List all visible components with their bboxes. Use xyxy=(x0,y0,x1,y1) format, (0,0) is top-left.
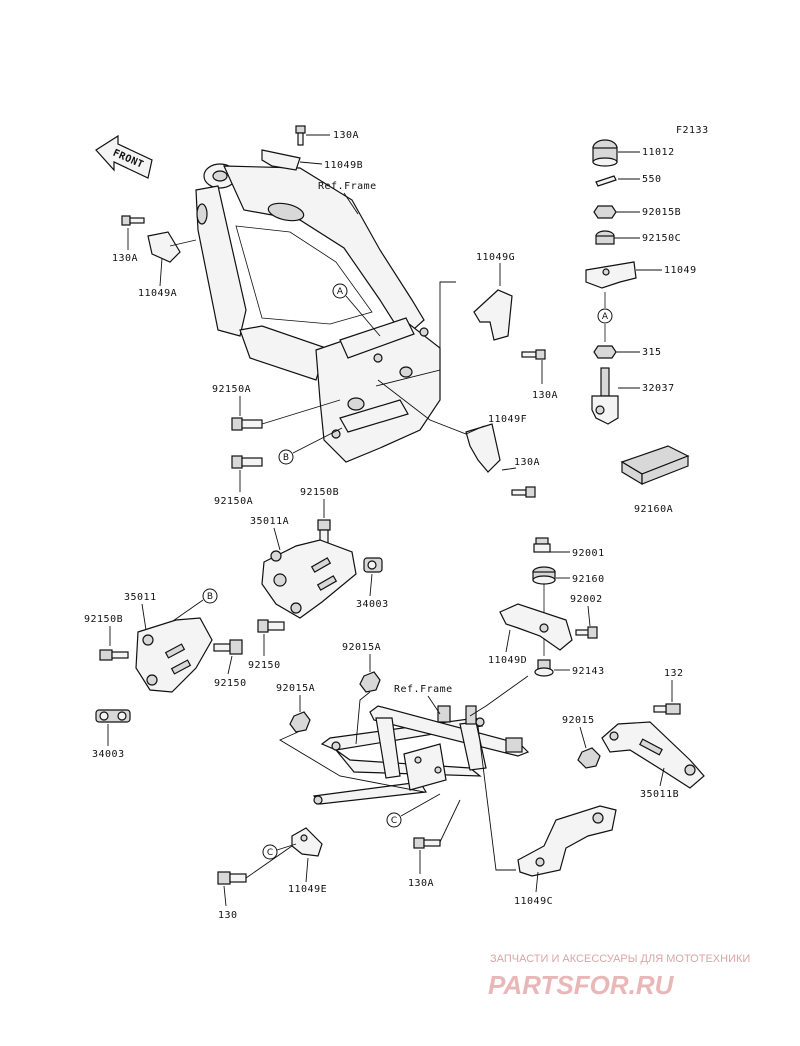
label-11049c: 11049C xyxy=(514,896,553,907)
nut-92015b xyxy=(593,205,617,219)
bolt-132 xyxy=(653,703,681,715)
label-92150a-2: 92150A xyxy=(214,496,253,507)
label-92015: 92015 xyxy=(562,715,595,726)
label-92160a: 92160A xyxy=(634,504,673,515)
ref-frame-top-label: Ref.Frame xyxy=(318,181,377,192)
bracket-11049e xyxy=(291,827,323,857)
label-92002: 92002 xyxy=(570,594,603,605)
label-130a-top: 130A xyxy=(333,130,359,141)
label-92150-r: 92150 xyxy=(248,660,281,671)
label-35011b: 35011B xyxy=(640,789,679,800)
bolt-130a-g xyxy=(521,349,546,360)
label-92150b-l: 92150B xyxy=(84,614,123,625)
callout-b-frame: B xyxy=(278,427,343,465)
label-92150-l: 92150 xyxy=(214,678,247,689)
pad-92160a xyxy=(620,445,690,486)
label-130a-bottom: 130A xyxy=(408,878,434,889)
bolt-130a-top xyxy=(295,125,306,146)
label-92150a-1: 92150A xyxy=(212,384,251,395)
label-130a-left: 130A xyxy=(112,253,138,264)
label-11049b: 11049B xyxy=(324,160,363,171)
watermark: ЗАПЧАСТИ И АКСЕССУАРЫ ДЛЯ МОТОТЕХНИКИ PA… xyxy=(488,953,750,1000)
label-315: 315 xyxy=(642,347,662,358)
nut-92015a-1 xyxy=(359,671,381,693)
label-92160: 92160 xyxy=(572,574,605,585)
watermark-brand: PARTSFOR.RU xyxy=(488,970,675,1000)
bracket-11049a xyxy=(147,231,181,263)
label-92015b: 92015B xyxy=(642,207,681,218)
label-35011a: 35011A xyxy=(250,516,289,527)
bolt-92150-l xyxy=(213,639,243,655)
label-32037: 32037 xyxy=(642,383,675,394)
collar-92150c xyxy=(595,230,615,245)
bolt-130a-bottom xyxy=(413,837,441,849)
sub-frame xyxy=(312,705,530,805)
footpeg-34003-l xyxy=(95,709,131,723)
label-130a-f: 130A xyxy=(514,457,540,468)
bracket-11049d xyxy=(499,603,573,651)
collar-92143 xyxy=(534,659,554,677)
label-11049a: 11049A xyxy=(138,288,177,299)
svg-text:A: A xyxy=(602,312,609,322)
bolt-92001 xyxy=(533,537,551,553)
grommet-92160 xyxy=(532,566,556,585)
bolt-130 xyxy=(217,871,247,885)
cap-11012 xyxy=(592,139,618,167)
label-92150c: 92150C xyxy=(642,233,681,244)
svg-text:C: C xyxy=(267,848,273,858)
label-11049f: 11049F xyxy=(488,414,527,425)
nut-92015a-2 xyxy=(289,711,311,733)
callout-c-bottom: C xyxy=(262,843,297,860)
label-11049: 11049 xyxy=(664,265,697,276)
label-132: 132 xyxy=(664,668,684,679)
label-92143: 92143 xyxy=(572,666,605,677)
nut-92015 xyxy=(577,747,601,769)
label-92150b-top: 92150B xyxy=(300,487,339,498)
bracket-11049 xyxy=(585,261,637,289)
bolt-130a-f xyxy=(511,486,536,498)
bolt-92150b-top xyxy=(317,519,331,547)
label-34003-r: 34003 xyxy=(356,599,389,610)
label-92001: 92001 xyxy=(572,548,605,559)
bolt-92002 xyxy=(575,626,598,639)
svg-text:C: C xyxy=(391,816,397,826)
bolt-32037 xyxy=(591,367,619,425)
svg-text:A: A xyxy=(337,287,344,297)
bracket-11049f xyxy=(465,423,501,473)
bolt-92150a-1 xyxy=(231,417,263,431)
diagram-code: F2133 xyxy=(676,125,709,136)
bolt-130a-left xyxy=(121,215,145,226)
svg-text:B: B xyxy=(283,453,289,463)
bracket-11049g xyxy=(473,289,513,341)
bolt-92150-r xyxy=(257,619,285,633)
callout-a-top: A xyxy=(332,283,381,337)
label-11012: 11012 xyxy=(642,147,675,158)
callout-c-frame: C xyxy=(386,793,441,828)
footpeg-34003-r xyxy=(363,557,383,573)
label-130: 130 xyxy=(218,910,238,921)
main-frame xyxy=(195,163,441,463)
callout-a-right: A xyxy=(597,308,613,324)
ref-frame-bottom-label: Ref.Frame xyxy=(394,684,453,695)
front-arrow-icon: FRONT xyxy=(95,134,153,179)
bracket-35011a xyxy=(261,539,357,619)
label-34003-l: 34003 xyxy=(92,749,125,760)
bolt-92150a-2 xyxy=(231,455,263,469)
label-11049d: 11049D xyxy=(488,655,527,666)
bolt-92150b-l xyxy=(99,649,129,661)
label-92015a-2: 92015A xyxy=(276,683,315,694)
bracket-11049b xyxy=(261,149,301,171)
label-550: 550 xyxy=(642,174,662,185)
label-11049g: 11049G xyxy=(476,252,515,263)
label-11049e: 11049E xyxy=(288,884,327,895)
nut-315 xyxy=(593,345,617,359)
svg-text:B: B xyxy=(207,592,213,602)
label-92015a-1: 92015A xyxy=(342,642,381,653)
bracket-35011b xyxy=(601,721,705,789)
watermark-subtitle: ЗАПЧАСТИ И АКСЕССУАРЫ ДЛЯ МОТОТЕХНИКИ xyxy=(490,953,750,965)
pin-550 xyxy=(595,175,617,187)
label-130a-g: 130A xyxy=(532,390,558,401)
label-35011: 35011 xyxy=(124,592,157,603)
